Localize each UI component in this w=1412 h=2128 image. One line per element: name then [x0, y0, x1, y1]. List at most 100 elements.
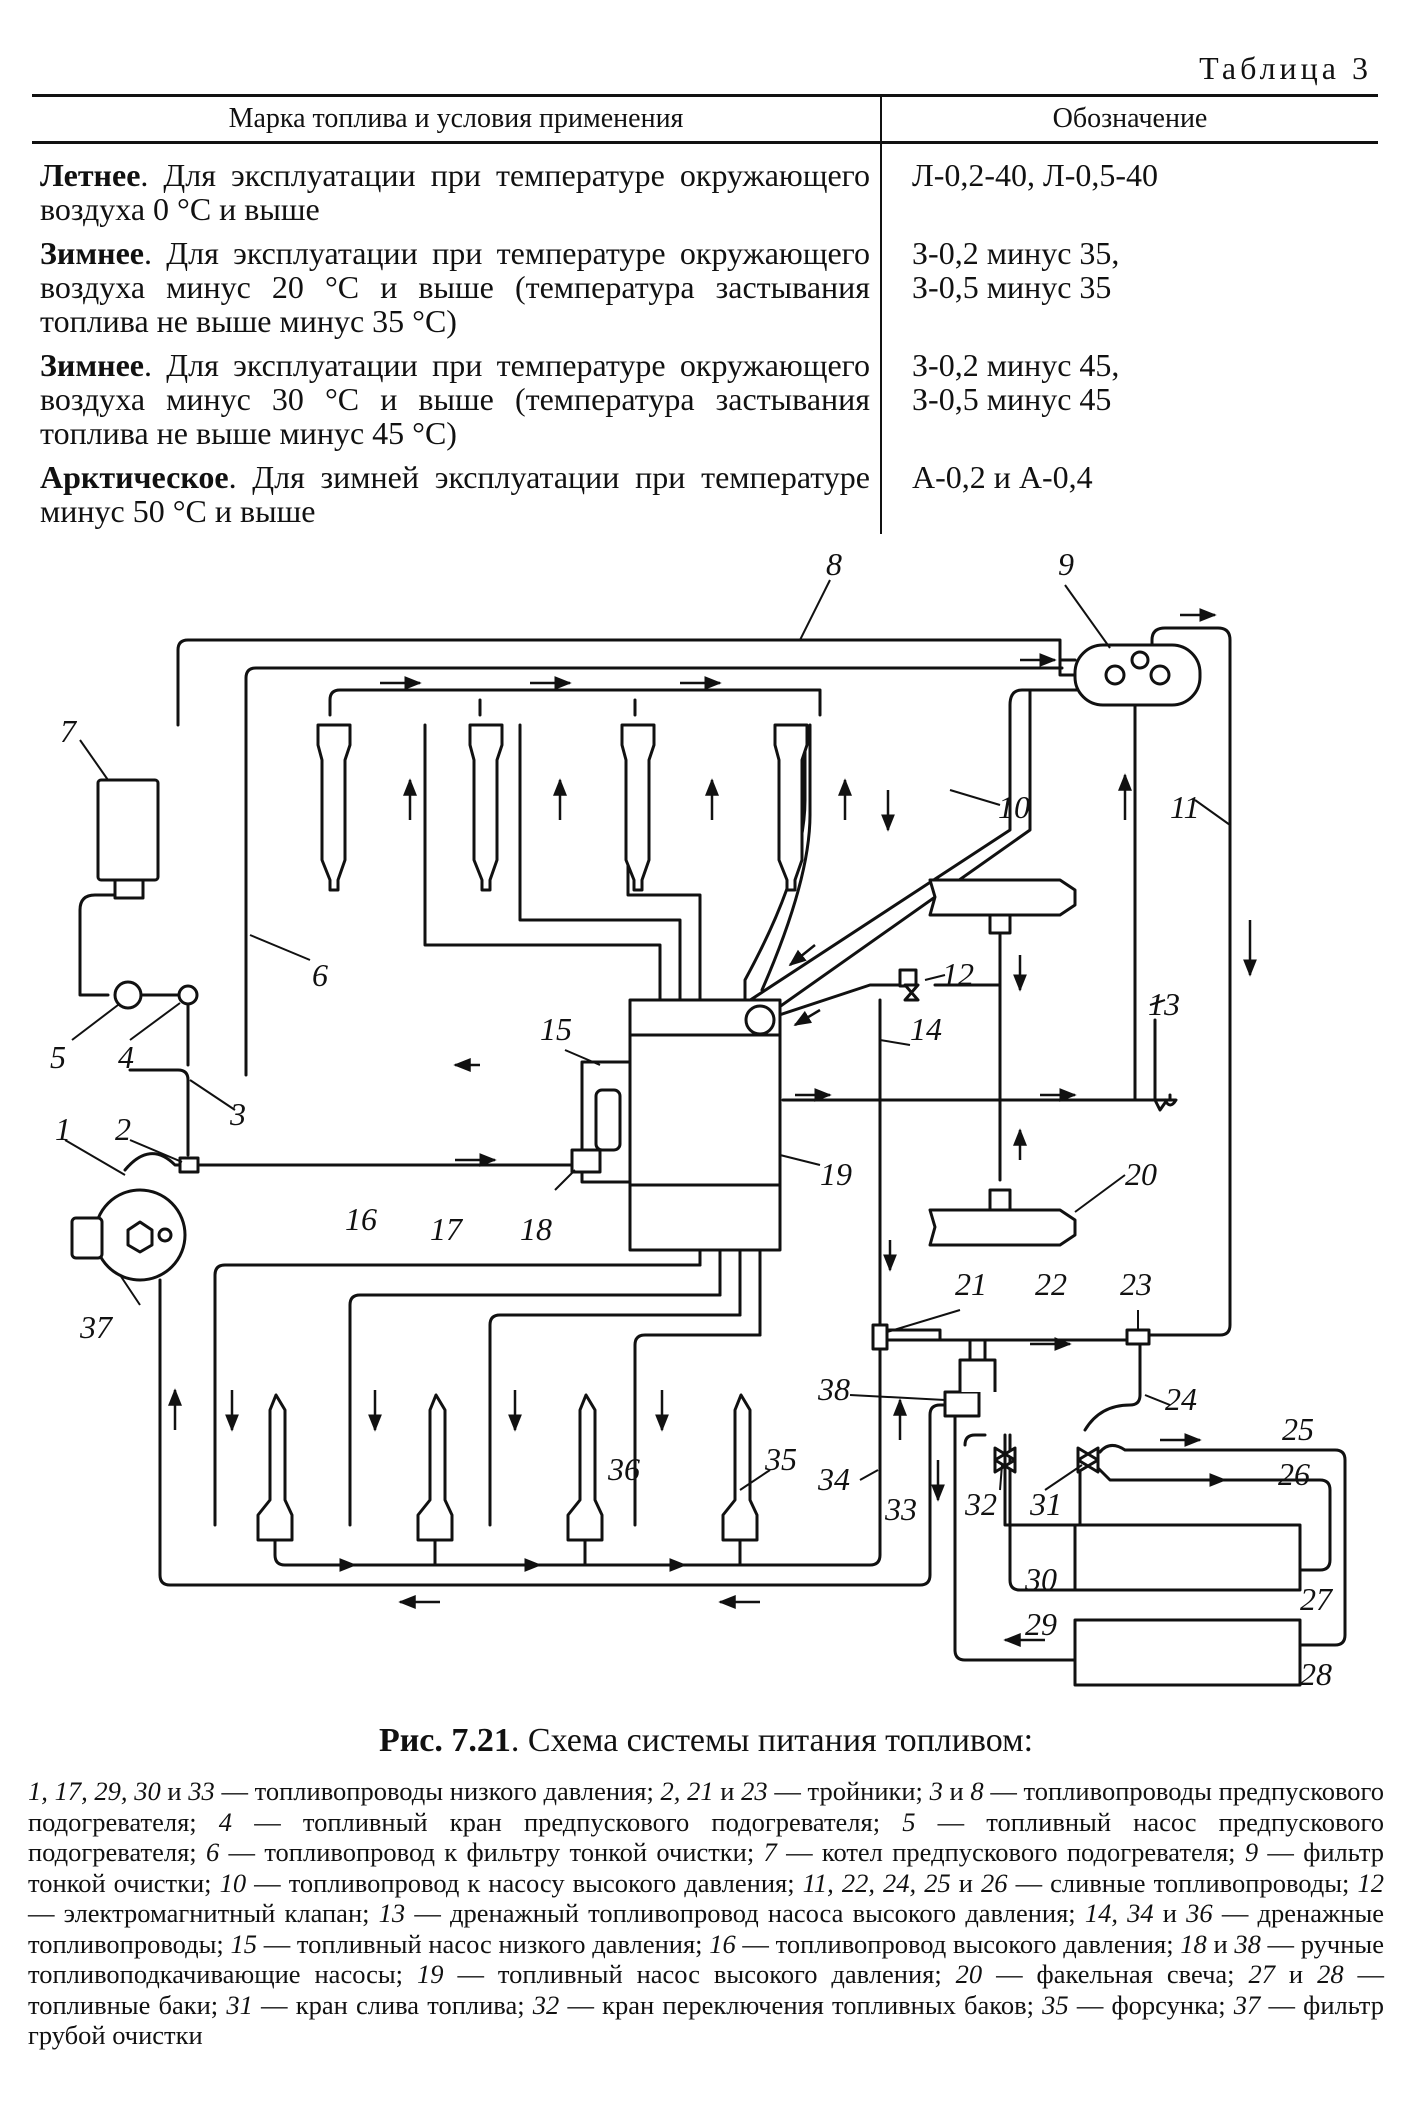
legend-number: 15: [230, 1928, 258, 1959]
legend-entry: 11, 22, 24, 25 и 26 — сливные топливопро…: [803, 1868, 1358, 1898]
fuel-line-3: [128, 1068, 190, 1157]
callout-6: 6: [312, 957, 328, 993]
callout-36: 36: [607, 1451, 640, 1487]
flow-arrow: [793, 1008, 821, 1027]
callout-2: 2: [115, 1111, 131, 1147]
injector-lower-3: [566, 1393, 604, 1542]
callout-5: 5: [50, 1039, 66, 1075]
drain-line-26: [1093, 1463, 1332, 1572]
legend-description: — форсунка;: [1068, 1989, 1234, 2020]
callout-35: 35: [764, 1441, 797, 1477]
legend-number: 12: [1357, 1867, 1384, 1898]
legend-number: 11, 22, 24, 25: [802, 1867, 951, 1898]
legend-description: — котел предпускового подогревателя;: [776, 1837, 1245, 1867]
legend-entry: 4 — топливный кран предпускового подогре…: [219, 1807, 902, 1837]
callout-21: 21: [955, 1266, 987, 1302]
legend-description: — топливные баки;: [28, 1959, 1385, 2020]
legend-conjunction: и: [942, 1776, 971, 1806]
table-row: Зимнее. Для эксплуатации при температуре…: [32, 232, 1378, 344]
legend-description: — топливопроводы предпускового подогрева…: [28, 1776, 1385, 1837]
fuel-line-33: [158, 1278, 957, 1587]
legend-entry: 2, 21 и 23 — тройники;: [661, 1776, 930, 1806]
legend-description: — дренажный топливопровод насоса высоког…: [405, 1898, 1085, 1928]
injector-upper-4: [773, 723, 809, 892]
callout-20: 20: [1125, 1156, 1157, 1192]
legend-description: — факельная свеча;: [982, 1959, 1249, 1989]
legend-number: 28: [1317, 1959, 1344, 1989]
grade-conditions: . Для зимней эксплуатации при температур…: [40, 459, 870, 529]
legend-description: — топливный насос предпускового подогрев…: [28, 1806, 1385, 1868]
legend-number: 26: [981, 1867, 1008, 1898]
legend-description: — кран переключения топливных баков;: [559, 1989, 1043, 2020]
hand-pump-18: [570, 1148, 602, 1174]
figure-legend: 1, 17, 29, 30 и 33 — топливопроводы низк…: [28, 1776, 1384, 2051]
legend-conjunction: и: [1153, 1898, 1187, 1928]
legend-number: 7: [763, 1837, 777, 1867]
fuel-tank-27: [1073, 1523, 1302, 1592]
grade-name: Зимнее: [40, 235, 144, 271]
legend-entry: 19 — топливный насос высокого давления;: [417, 1959, 956, 1989]
table-row: Зимнее. Для эксплуатации при температуре…: [32, 344, 1378, 456]
legend-number: 6: [205, 1837, 220, 1867]
legend-entry: 5 — топливный насос предпускового подогр…: [28, 1807, 1384, 1868]
figure-title: . Схема системы питания топливом:: [510, 1722, 1034, 1759]
legend-description: — тройники;: [767, 1776, 930, 1806]
callout-32: 32: [964, 1486, 997, 1522]
legend-description: — топливный насос низкого давления;: [257, 1928, 710, 1959]
injector-upper-1: [316, 723, 352, 892]
callout-8: 8: [826, 546, 842, 582]
legend-number: 9: [1244, 1837, 1259, 1867]
fine-filter: [1073, 643, 1202, 707]
legend-number: 3: [929, 1776, 943, 1806]
figure-number: Рис. 7.21: [378, 1722, 511, 1759]
legend-number: 31: [226, 1989, 253, 2020]
legend-number: 32: [532, 1989, 560, 2020]
callout-22: 22: [1035, 1266, 1067, 1302]
fuel-line-30: [1008, 1433, 1077, 1592]
callout-28: 28: [1300, 1656, 1332, 1692]
legend-number: 20: [955, 1959, 983, 1989]
fuel-line-16: [213, 1263, 702, 1527]
legend-description: — топливный насос высокого давления;: [443, 1959, 956, 1989]
tee-2: [178, 1156, 200, 1174]
callout-4: 4: [118, 1039, 134, 1075]
callout-25: 25: [1282, 1411, 1314, 1447]
callout-9: 9: [1058, 546, 1074, 582]
designation-cell: З-0,2 минус 35, З-0,5 минус 35: [912, 235, 1120, 305]
fuel-line-29: [953, 1403, 1077, 1662]
injector-upper-3: [620, 723, 656, 892]
legend-description: — топливопровод к насосу высокого давлен…: [246, 1867, 803, 1898]
legend-number: 14, 34: [1084, 1898, 1154, 1928]
callout-19: 19: [820, 1156, 852, 1192]
grade-conditions: . Для эксплуатации при температуре окруж…: [40, 347, 870, 451]
legend-number: 10: [219, 1867, 247, 1898]
legend-conjunction: и: [1206, 1928, 1235, 1959]
legend-description: — топливопровод к фильтру тонкой очистки…: [219, 1837, 764, 1867]
designation-cell: А-0,2 и А-0,4: [912, 459, 1093, 495]
legend-conjunction: и: [1274, 1959, 1318, 1989]
hp-fuel-pump: [628, 998, 782, 1252]
column-header-designation: Обозначение: [881, 94, 1378, 144]
grade-cell: Арктическое. Для зимней эксплуатации при…: [32, 456, 882, 534]
tee-21: [871, 1323, 889, 1351]
legend-entry: 16 — топливопровод высокого давления;: [709, 1929, 1180, 1959]
legend-number: 1, 17, 29, 30: [28, 1776, 161, 1806]
drain-line-13: [781, 1098, 1178, 1107]
designation-cell: Л-0,2-40, Л-0,5-40: [912, 157, 1159, 193]
glow-plug-upper: [928, 878, 1077, 935]
fuel-tank-28: [1073, 1618, 1302, 1687]
callout-24: 24: [1165, 1381, 1197, 1417]
legend-number: 4: [218, 1806, 233, 1837]
tee-23: [1125, 1328, 1151, 1346]
legend-entry: 15 — топливный насос низкого давления;: [231, 1929, 710, 1959]
callout-31: 31: [1029, 1486, 1062, 1522]
callout-16: 16: [345, 1201, 377, 1237]
legend-entry: 1, 17, 29, 30 и 33 — топливопроводы низк…: [28, 1776, 661, 1806]
legend-entry: 20 — факельная свеча;: [956, 1959, 1249, 1989]
tank-switch-valve: [993, 1446, 1017, 1474]
legend-number: 36: [1186, 1898, 1213, 1928]
legend-number: 33: [188, 1776, 215, 1806]
legend-conjunction: и: [713, 1776, 742, 1806]
legend-description: — ручные топливоподкачивающие насосы;: [28, 1928, 1384, 1990]
grade-name: Летнее: [40, 157, 141, 193]
